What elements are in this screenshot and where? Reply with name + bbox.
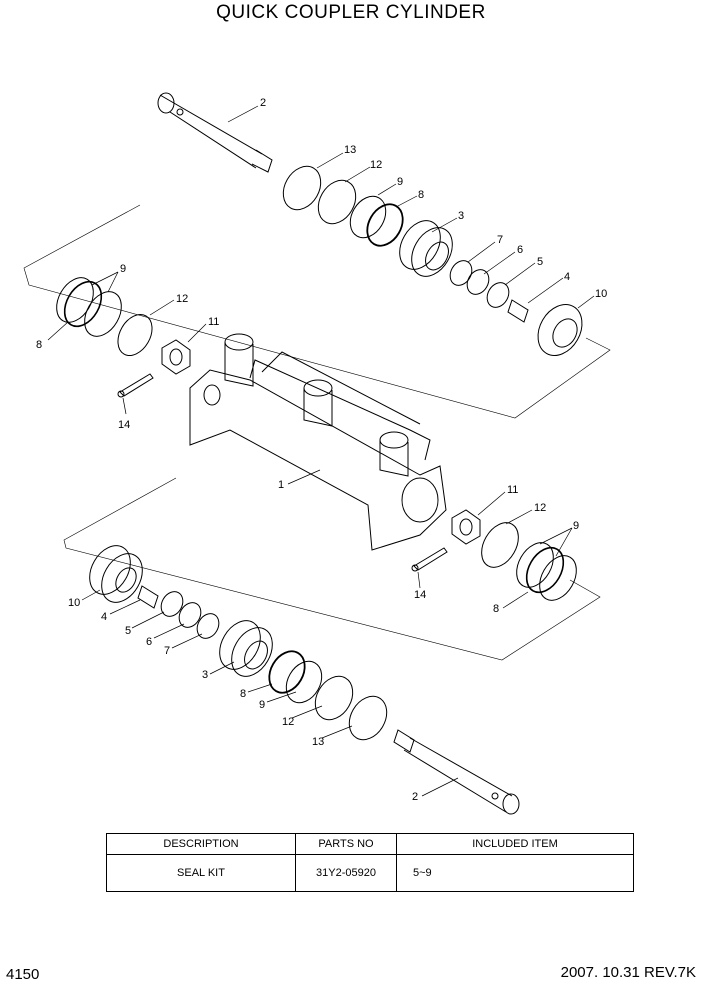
callout-1: 1 <box>278 479 284 491</box>
callout-12-top: 12 <box>370 159 382 171</box>
callout-14-left: 14 <box>118 419 130 431</box>
upper-gland <box>399 220 453 277</box>
callout-13-top: 13 <box>344 144 356 156</box>
callout-9-bot: 9 <box>259 699 265 711</box>
header-parts-no: PARTS NO <box>295 833 397 855</box>
lower-gland <box>219 620 273 677</box>
pin-upper <box>157 92 273 173</box>
table-row: SEAL KIT 31Y2-05920 5~9 <box>106 854 634 892</box>
revision-date: 2007. 10.31 REV.7K <box>560 964 696 981</box>
callout-8-bot: 8 <box>240 688 246 700</box>
callout-12-right: 12 <box>534 502 546 514</box>
right-rings <box>481 522 577 601</box>
nut-right <box>451 509 481 545</box>
upper-small-parts <box>449 260 583 356</box>
callout-4-top: 4 <box>564 271 570 283</box>
seal-kit-table: DESCRIPTION PARTS NO INCLUDED ITEM SEAL … <box>106 833 634 892</box>
pin-lower <box>393 729 520 815</box>
callout-12-bot: 12 <box>282 716 294 728</box>
callout-5-top: 5 <box>537 256 543 268</box>
callout-2-top: 2 <box>260 97 266 109</box>
callout-11-right: 11 <box>507 484 518 496</box>
lower-assembly-plane <box>63 477 601 661</box>
callout-9-left: 9 <box>120 263 126 275</box>
callout-12-left: 12 <box>176 293 188 305</box>
callout-3-bot: 3 <box>202 669 208 681</box>
callout-10-bot: 10 <box>68 597 80 609</box>
cell-included-item: 5~9 <box>396 854 634 892</box>
callout-14-right: 14 <box>414 589 426 601</box>
page-title: QUICK COUPLER CYLINDER <box>216 2 486 23</box>
callout-7-top: 7 <box>497 234 503 246</box>
lower-small-parts <box>89 545 220 639</box>
cotter-pin-left <box>117 373 154 398</box>
callout-8-left: 8 <box>36 339 42 351</box>
cell-parts-no: 31Y2-05920 <box>295 854 397 892</box>
upper-assembly-plane <box>23 204 611 419</box>
callout-4-bot: 4 <box>101 611 107 623</box>
callout-9-top: 9 <box>397 176 403 188</box>
cotter-pin-right <box>411 547 448 572</box>
page-number: 4150 <box>6 966 40 983</box>
cell-description: SEAL KIT <box>106 854 296 892</box>
upper-rings <box>282 165 404 247</box>
callout-3-top: 3 <box>458 210 464 222</box>
callout-7-bot: 7 <box>164 645 170 657</box>
left-rings <box>56 277 153 356</box>
lower-rings <box>268 650 388 741</box>
nut-left <box>161 339 191 375</box>
callout-9-right: 9 <box>573 520 579 532</box>
callout-8-right: 8 <box>493 603 499 615</box>
table-header-row: DESCRIPTION PARTS NO INCLUDED ITEM <box>106 833 634 855</box>
callout-6-bot: 6 <box>146 636 152 648</box>
callout-11-left: 11 <box>208 316 219 328</box>
callout-5-bot: 5 <box>125 625 131 637</box>
callout-2-bot: 2 <box>412 791 418 803</box>
callout-8-top: 8 <box>418 189 424 201</box>
callout-6-top: 6 <box>517 244 523 256</box>
header-included-item: INCLUDED ITEM <box>396 833 634 855</box>
header-description: DESCRIPTION <box>106 833 296 855</box>
callout-10-top: 10 <box>595 288 607 300</box>
cylinder-body <box>189 333 447 551</box>
callout-13-bot: 13 <box>312 736 324 748</box>
